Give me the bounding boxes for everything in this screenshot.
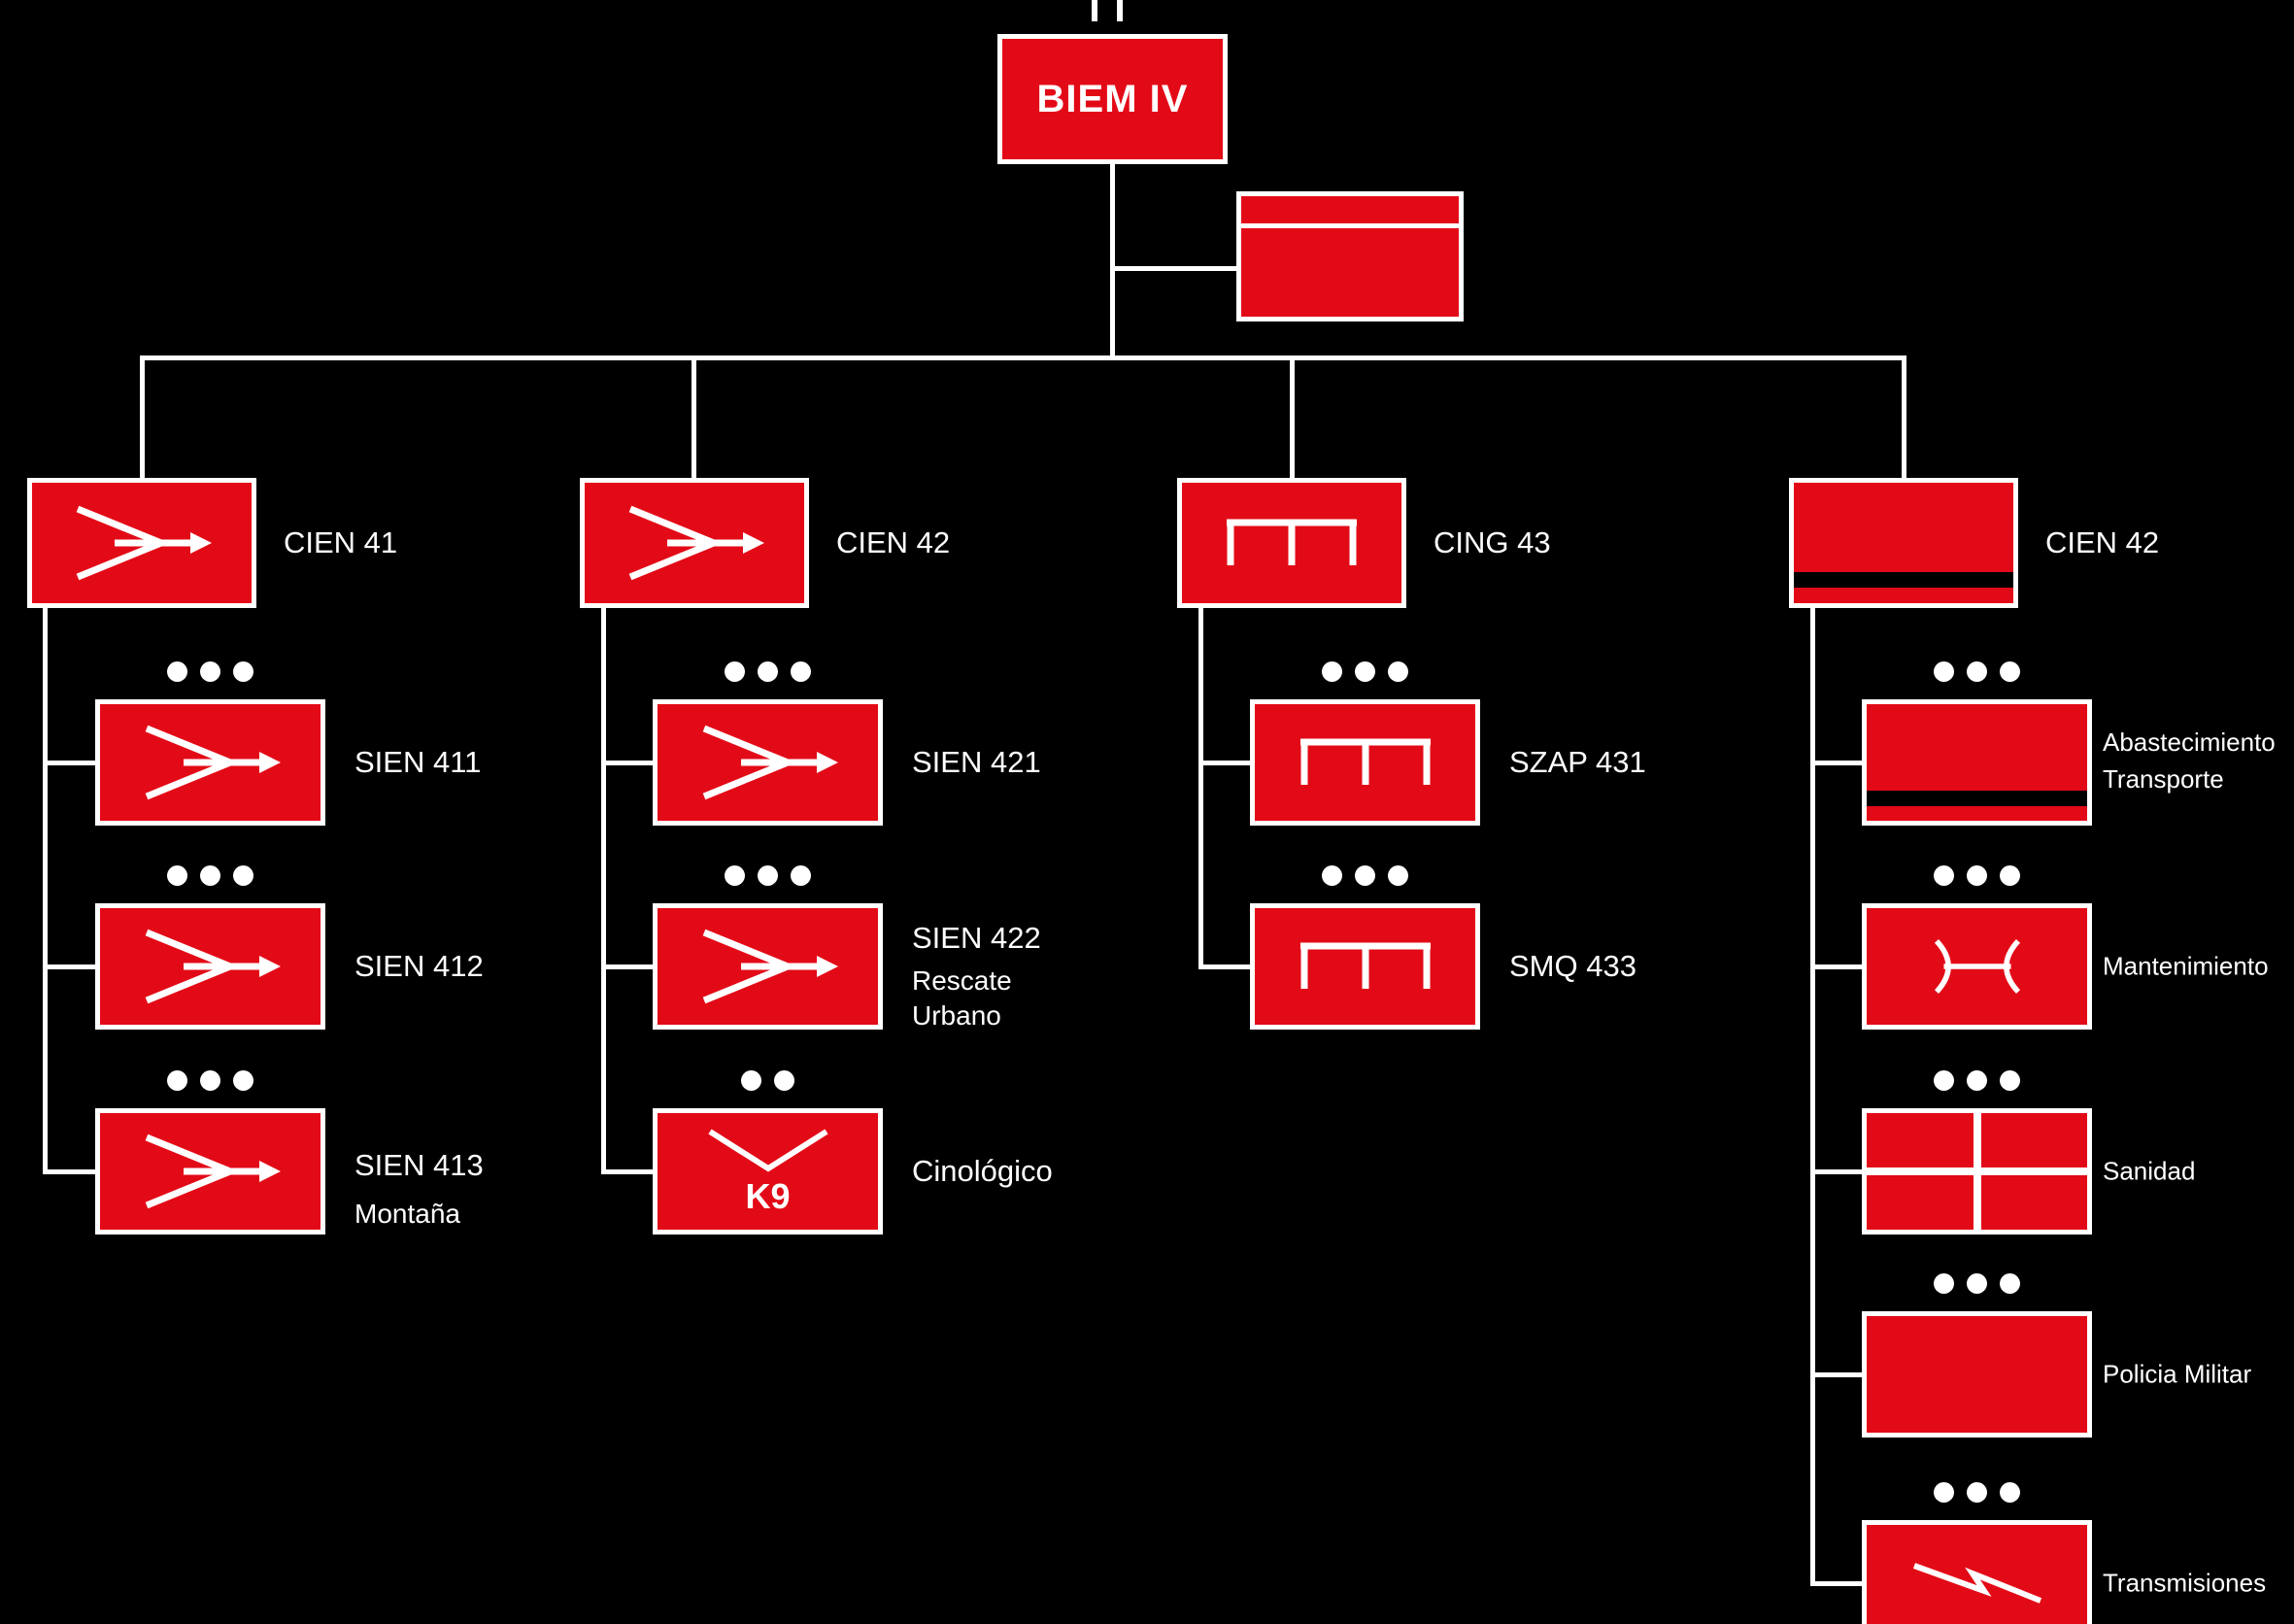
unit-box-sien-421 <box>653 699 883 826</box>
unit-box-cien-41 <box>27 478 256 608</box>
unit-label-policia-militar: Policia Militar <box>2103 1359 2252 1389</box>
connector-line <box>1110 162 1115 360</box>
connector-line <box>1290 355 1295 478</box>
unit-box-szap-431 <box>1250 699 1480 826</box>
connector-line <box>43 606 48 1173</box>
unit-label-cinologico: Cinológico <box>912 1154 1053 1188</box>
unit-label-main: SIEN 413 <box>354 1148 484 1182</box>
unit-label-main: SIEN 422 <box>912 921 1041 955</box>
root-unit-label: BIEM IV <box>1036 77 1189 120</box>
unit-label-cien-42-log: CIEN 42 <box>2045 525 2160 559</box>
unit-box-cien-42 <box>580 478 809 608</box>
unit-box-smq-433 <box>1250 903 1480 1030</box>
echelon-dots <box>1934 865 2020 886</box>
connector-line <box>601 1169 655 1174</box>
connector-line <box>601 606 606 1173</box>
echelon-tick <box>1092 0 1097 21</box>
unit-box-sien-411 <box>95 699 325 826</box>
unit-label-sien-412: SIEN 412 <box>354 949 484 983</box>
unit-label-mantenimiento: Mantenimiento <box>2103 951 2269 981</box>
signal-flash-icon <box>1912 1563 2041 1604</box>
unit-label-cien-41: CIEN 41 <box>284 525 398 559</box>
unit-label-cien-42: CIEN 42 <box>836 525 951 559</box>
echelon-dots <box>1934 661 2020 682</box>
k9-box-text: K9 <box>745 1176 791 1216</box>
connector-line <box>1112 266 1236 271</box>
echelon-tick <box>1117 0 1123 21</box>
unit-label-sanidad: Sanidad <box>2103 1156 2196 1186</box>
engineer-symbol-icon <box>145 1133 281 1209</box>
medical-cross-icon <box>1867 1167 2087 1175</box>
connector-line <box>1198 606 1203 968</box>
bridge-symbol-icon <box>1227 519 1357 565</box>
supply-stripe <box>1867 790 2087 806</box>
echelon-dots <box>167 865 253 886</box>
echelon-dots <box>725 661 811 682</box>
maintenance-wrench-icon <box>1934 938 2020 995</box>
connector-line <box>140 355 1906 360</box>
echelon-dots <box>167 1070 253 1091</box>
unit-label-sien-413: SIEN 413 Montaña <box>354 1148 484 1232</box>
connector-line <box>1198 964 1252 969</box>
unit-label-sien-411: SIEN 411 <box>354 745 482 779</box>
unit-box-sien-413 <box>95 1108 325 1235</box>
connector-line <box>1810 1581 1864 1586</box>
echelon-dots <box>1934 1482 2020 1503</box>
connector-line <box>601 964 655 969</box>
echelon-dots <box>725 865 811 886</box>
unit-box-transmisiones <box>1862 1520 2092 1624</box>
echelon-dots <box>1322 661 1408 682</box>
bridge-symbol-icon <box>1299 942 1431 989</box>
unit-box-sanidad <box>1862 1108 2092 1235</box>
connector-line <box>43 761 97 765</box>
echelon-dots <box>741 1070 794 1091</box>
echelon-dots <box>167 661 253 682</box>
connector-line <box>140 355 145 478</box>
unit-box-cien-42-log <box>1789 478 2018 608</box>
unit-label-transmisiones: Transmisiones <box>2103 1568 2267 1598</box>
unit-box-mantenimiento <box>1862 903 2092 1030</box>
unit-label-note: Montaña <box>354 1199 460 1229</box>
engineer-symbol-icon <box>76 505 212 581</box>
unit-label-cing-43: CING 43 <box>1434 525 1551 559</box>
connector-line <box>1810 1372 1864 1377</box>
connector-line <box>1902 355 1906 478</box>
engineer-symbol-icon <box>702 929 838 1004</box>
k9-chevron-icon <box>707 1129 828 1172</box>
connector-line <box>601 761 655 765</box>
unit-label-note: Rescate Urbano <box>912 965 1012 1031</box>
connector-line <box>1198 761 1252 765</box>
engineer-symbol-icon <box>702 725 838 800</box>
connector-line <box>692 355 696 478</box>
connector-line <box>1810 964 1864 969</box>
engineer-symbol-icon <box>628 505 764 581</box>
connector-line <box>43 964 97 969</box>
unit-label-abastecimiento: Abastecimiento Transporte <box>2103 727 2276 794</box>
unit-box-biem-iv: BIEM IV <box>997 34 1228 164</box>
echelon-dots <box>1934 1273 2020 1294</box>
engineer-symbol-icon <box>145 929 281 1004</box>
unit-box-sien-412 <box>95 903 325 1030</box>
connector-line <box>1810 761 1864 765</box>
bridge-symbol-icon <box>1299 738 1431 785</box>
unit-label-sien-421: SIEN 421 <box>912 745 1041 779</box>
unit-box-policia-militar <box>1862 1311 2092 1438</box>
connector-line <box>43 1169 97 1174</box>
unit-box-sien-422 <box>653 903 883 1030</box>
connector-line <box>1810 1169 1864 1174</box>
echelon-dots <box>1322 865 1408 886</box>
echelon-dots <box>1934 1070 2020 1091</box>
unit-box-cing-43 <box>1177 478 1406 608</box>
hq-attachment-box <box>1236 191 1464 321</box>
unit-box-abastecimiento <box>1862 699 2092 826</box>
unit-box-k9: K9 <box>653 1108 883 1235</box>
hq-stripe <box>1241 223 1459 228</box>
engineer-symbol-icon <box>145 725 281 800</box>
unit-label-szap-431: SZAP 431 <box>1509 745 1646 779</box>
unit-label-sien-422: SIEN 422 Rescate Urbano <box>912 921 1058 1033</box>
connector-line <box>1810 606 1815 1585</box>
unit-label-smq-433: SMQ 433 <box>1509 949 1636 983</box>
supply-stripe <box>1794 571 2013 588</box>
